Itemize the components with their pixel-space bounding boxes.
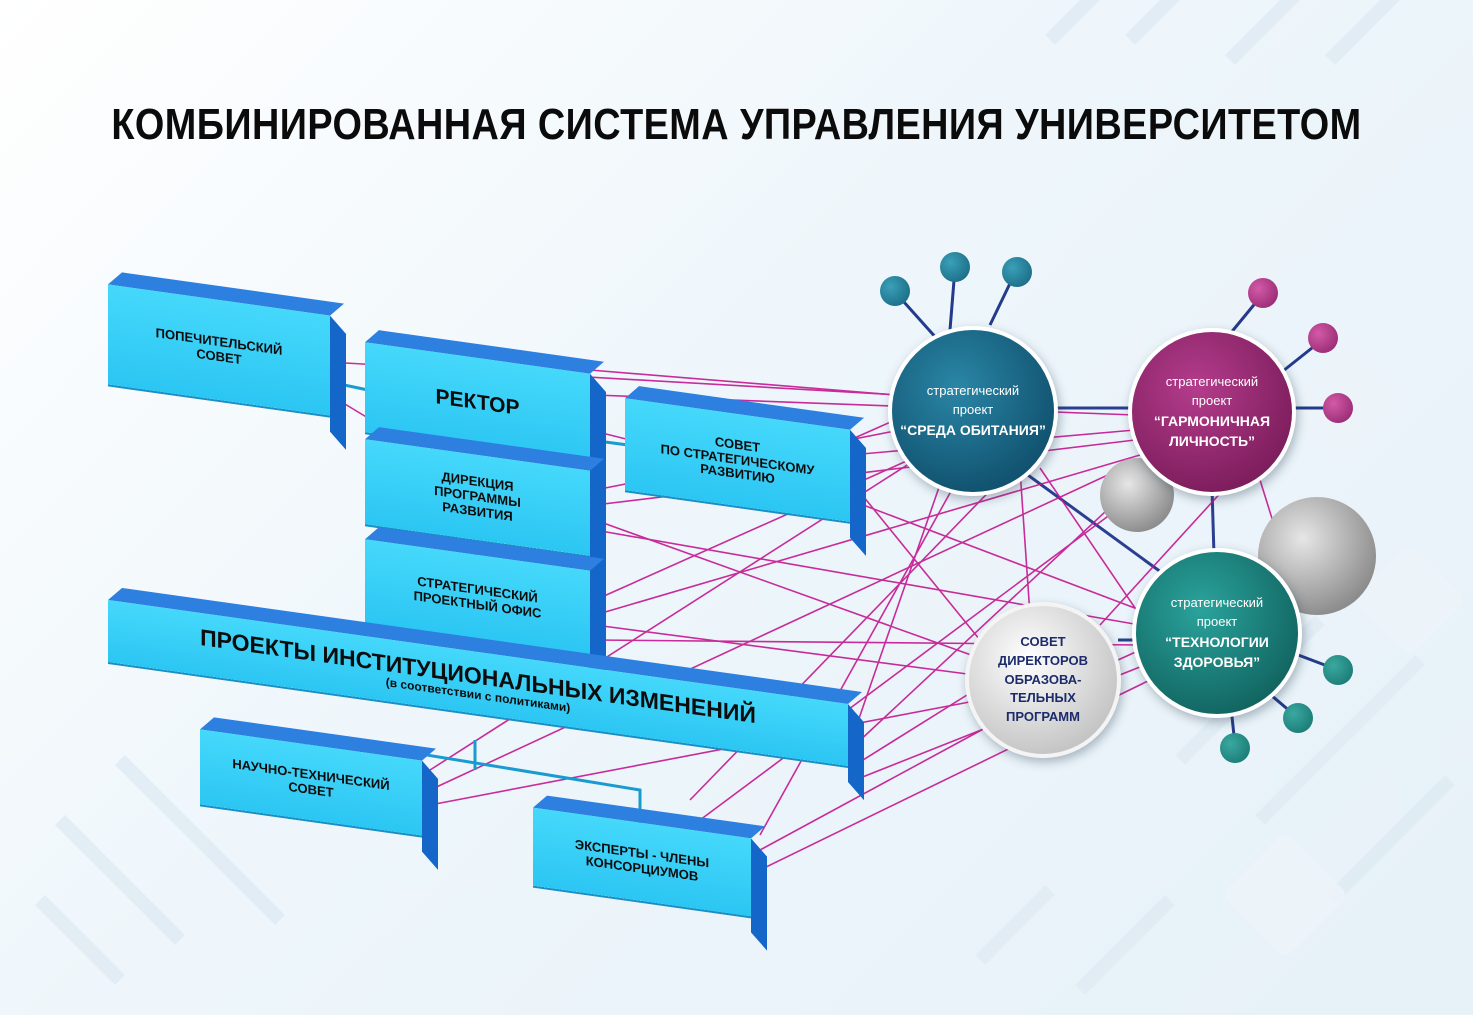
directors-label-3: ОБРАЗОВА- bbox=[1004, 671, 1082, 687]
habitat-knob-3 bbox=[1002, 257, 1032, 287]
habitat-label-1: стратегический bbox=[926, 383, 1020, 398]
health-label-2: проект bbox=[1196, 613, 1238, 629]
health-label-1: стратегический bbox=[1170, 594, 1264, 610]
harmonious-knob-3 bbox=[1323, 393, 1353, 423]
harmonious-project-circle: стратегический проект “ГАРМОНИЧНАЯ ЛИЧНО… bbox=[1128, 328, 1296, 496]
harmonious-label-4: ЛИЧНОСТЬ” bbox=[1168, 432, 1256, 449]
directors-label-4: ТЕЛЬНЫХ bbox=[1010, 690, 1076, 706]
directors-label-1: СОВЕТ bbox=[1020, 633, 1066, 649]
health-project-circle: стратегический проект “ТЕХНОЛОГИИ ЗДОРОВ… bbox=[1132, 548, 1302, 718]
page-title: КОМБИНИРОВАННАЯ СИСТЕМА УПРАВЛЕНИЯ УНИВЕ… bbox=[111, 100, 1362, 149]
directors-council-circle: СОВЕТ ДИРЕКТОРОВ ОБРАЗОВА- ТЕЛЬНЫХ ПРОГР… bbox=[965, 602, 1121, 758]
harmonious-label-2: проект bbox=[1191, 392, 1233, 408]
health-knob-1 bbox=[1323, 655, 1353, 685]
habitat-project-circle: стратегический проект “СРЕДА ОБИТАНИЯ” bbox=[888, 326, 1058, 496]
habitat-knob-2 bbox=[940, 252, 970, 282]
health-label-4: ЗДОРОВЬЯ” bbox=[1173, 653, 1261, 670]
harmonious-label-3: “ГАРМОНИЧНАЯ bbox=[1153, 412, 1271, 429]
rector-label: РЕКТОР bbox=[435, 385, 520, 420]
health-label-3: “ТЕХНОЛОГИИ bbox=[1165, 633, 1269, 650]
health-knob-3 bbox=[1220, 733, 1250, 763]
habitat-label-2: проект bbox=[952, 401, 994, 417]
harmonious-knob-1 bbox=[1248, 278, 1278, 308]
harmonious-knob-2 bbox=[1308, 323, 1338, 353]
habitat-label-3: “СРЕДА ОБИТАНИЯ” bbox=[900, 421, 1046, 438]
directors-label-2: ДИРЕКТОРОВ bbox=[998, 652, 1088, 668]
habitat-knob-1 bbox=[880, 276, 910, 306]
harmonious-label-1: стратегический bbox=[1165, 373, 1259, 389]
health-knob-2 bbox=[1283, 703, 1313, 733]
directors-label-5: ПРОГРАММ bbox=[1006, 709, 1080, 725]
